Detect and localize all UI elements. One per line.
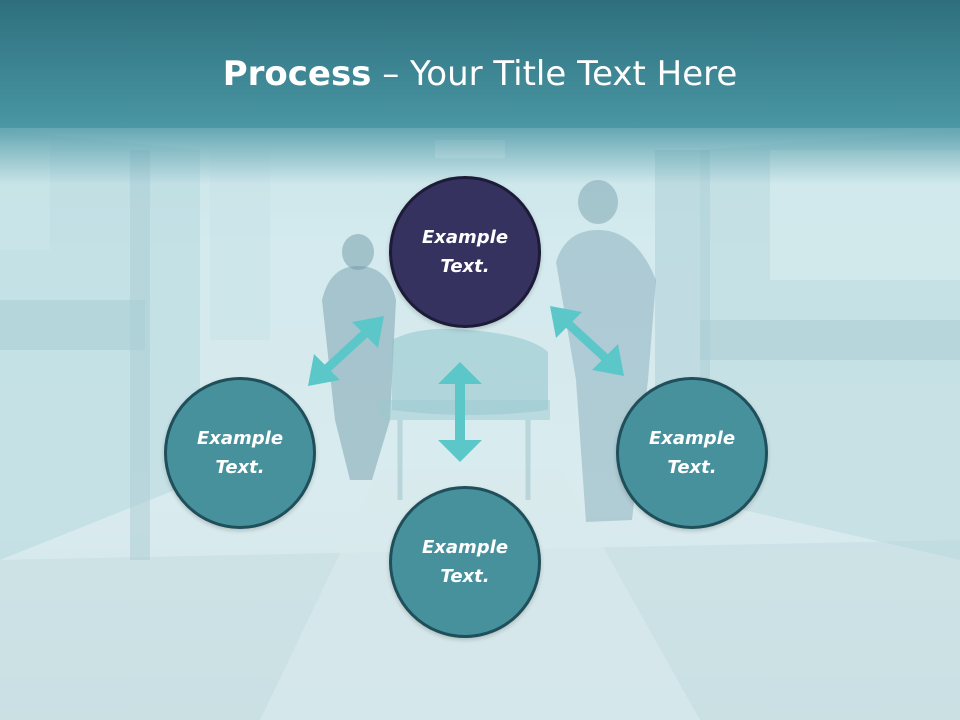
slide-title: Process – Your Title Text Here [0,52,960,96]
process-node-right: Example Text. [616,377,768,529]
process-node-top: Example Text. [389,176,541,328]
process-node-left-label: Example Text. [196,428,284,478]
process-node-bottom: Example Text. [389,486,541,638]
title-band [0,0,960,128]
process-node-right-label: Example Text. [648,428,736,478]
process-node-bottom-label: Example Text. [421,537,509,587]
process-node-left: Example Text. [164,377,316,529]
process-node-top-label: Example Text. [421,227,509,277]
arrow-top-to-left [308,316,384,386]
title-rest: – Your Title Text Here [371,54,738,94]
arrow-top-to-right [550,306,624,376]
title-bold-word: Process [222,54,372,94]
title-band-fade [0,124,960,184]
arrow-top-to-bottom [438,362,482,462]
